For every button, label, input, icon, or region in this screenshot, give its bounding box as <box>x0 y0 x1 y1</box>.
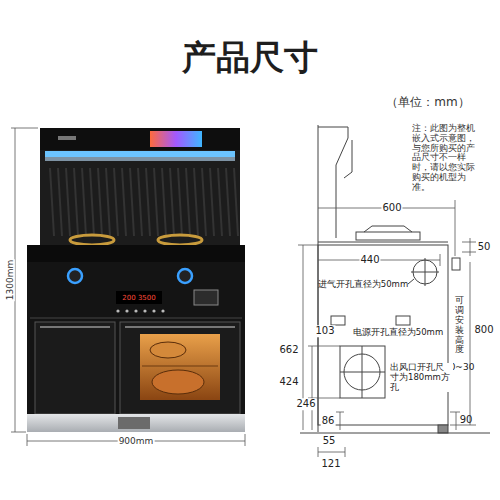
fin <box>186 168 190 236</box>
divider <box>30 318 242 319</box>
fin <box>66 168 70 236</box>
leader-line <box>408 279 414 284</box>
dimension-lines <box>298 200 476 457</box>
dimension: 1300mm <box>5 259 15 301</box>
outlet-note: 出风口开孔尺寸为180mm方孔 <box>389 363 453 392</box>
fin <box>74 168 78 236</box>
hood-panel <box>344 140 352 178</box>
dimension: 50 <box>478 241 491 253</box>
dimension: 121 <box>321 458 340 470</box>
door-handle <box>125 326 235 328</box>
fin <box>226 168 230 236</box>
dimension: 600 <box>381 202 402 214</box>
fin <box>114 168 118 236</box>
page-title: 产品尺寸 <box>182 38 318 77</box>
power-hole <box>396 316 410 325</box>
light-glow <box>45 157 235 161</box>
fin <box>210 168 214 236</box>
dimension: 800 <box>473 324 494 336</box>
cabinet-body <box>27 262 245 415</box>
dimension: 900mm <box>118 436 155 446</box>
door-handle <box>40 326 110 328</box>
adjust-note: 可调安装高度 <box>455 296 464 355</box>
burner <box>70 235 114 245</box>
knob <box>178 269 192 283</box>
foot <box>438 425 448 433</box>
touch-key <box>143 309 146 312</box>
logo <box>58 136 76 140</box>
floor-line <box>300 433 490 434</box>
side-knob <box>452 258 460 270</box>
display-reading: 200 3500 <box>122 293 155 301</box>
cooktop-line <box>318 242 448 243</box>
food <box>152 370 204 394</box>
fin <box>170 168 174 236</box>
unit-note: （单位：mm） <box>386 96 469 110</box>
outlet-square <box>340 346 385 398</box>
fin <box>82 168 86 236</box>
display <box>116 291 162 304</box>
hole-note: 进气开孔直径为50mm <box>318 280 408 290</box>
fin <box>154 168 158 236</box>
stove-burner <box>356 232 420 240</box>
dimension: 440 <box>359 254 380 266</box>
touch-key <box>125 309 128 312</box>
pan-support <box>364 226 412 232</box>
dimension: 103 <box>314 325 335 337</box>
light-strip <box>45 151 235 157</box>
fin <box>162 168 166 236</box>
base-strip <box>27 414 245 432</box>
fin <box>146 168 150 236</box>
fin <box>202 168 206 236</box>
fin <box>98 168 102 236</box>
side-panel <box>194 290 218 305</box>
fin <box>178 168 182 236</box>
fin <box>106 168 110 236</box>
dimension: 0~30 <box>450 362 475 372</box>
food <box>150 342 186 358</box>
fin <box>50 168 54 236</box>
left-door <box>35 322 115 414</box>
oven-window <box>140 334 220 400</box>
touch-key <box>116 309 119 312</box>
section-drawing <box>300 125 490 433</box>
control-bar <box>40 128 240 150</box>
dimension: 86 <box>321 415 336 427</box>
knob <box>68 269 82 283</box>
touch-key <box>134 309 137 312</box>
hole-note: 电源开孔直径为50mm <box>353 328 443 338</box>
dimension: 90 <box>460 414 473 426</box>
dimension: 55 <box>322 435 337 447</box>
touch-key <box>152 309 155 312</box>
dimension: 662 <box>278 344 299 356</box>
touch-screen <box>150 131 202 147</box>
burner <box>158 235 202 245</box>
fin <box>122 168 126 236</box>
right-door <box>120 322 240 414</box>
drawer-handle <box>118 417 150 429</box>
product-photo <box>27 128 245 432</box>
fin <box>58 168 62 236</box>
fin <box>194 168 198 236</box>
fin <box>90 168 94 236</box>
oven-rack <box>142 366 218 367</box>
hood-profile <box>318 127 348 238</box>
dimension-lines <box>11 128 245 446</box>
dimension: 424 <box>278 376 299 388</box>
fin <box>138 168 142 236</box>
dimension: 246 <box>295 398 316 410</box>
cooktop <box>27 245 245 263</box>
intake-fins <box>50 168 238 236</box>
backsplash <box>40 128 240 246</box>
touch-buttons <box>116 309 164 312</box>
fin <box>130 168 134 236</box>
fin <box>218 168 222 236</box>
note-text: 注：此图为整机嵌入式示意图，与您所购买的产品尺寸不一样时，请以您实际购买的机型为… <box>412 124 480 192</box>
fin <box>234 168 238 236</box>
power-hole <box>331 316 345 325</box>
touch-key <box>161 309 164 312</box>
